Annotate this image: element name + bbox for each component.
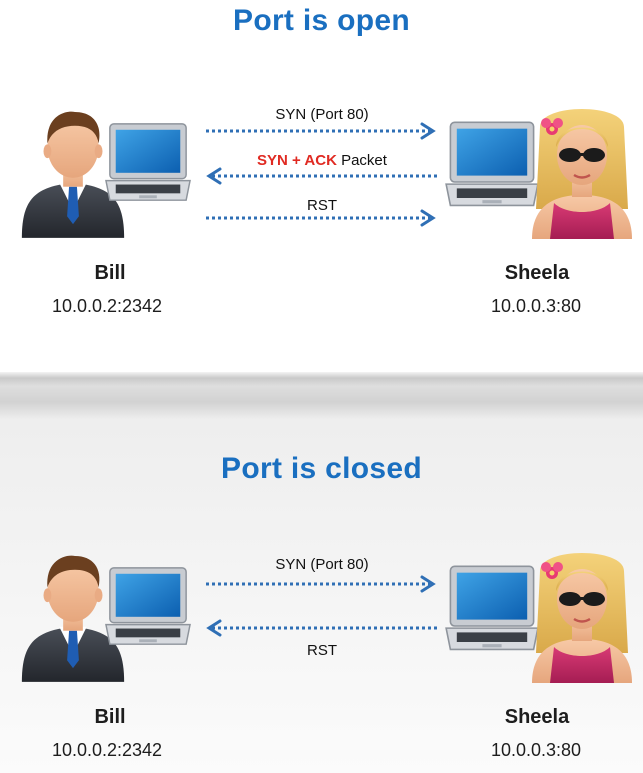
port-open-title: Port is open: [233, 4, 410, 37]
arrowhead-right-icon: [420, 209, 436, 227]
port-open-panel: Port is open Bill 10.0.0.2:2342 Sheela 1…: [0, 0, 643, 372]
arrowhead-left-icon: [206, 619, 222, 637]
packet-label: Packet: [336, 152, 387, 169]
arrowhead-right-icon: [420, 575, 436, 593]
port-closed-panel: Port is closed Bill 10.0.0.2:2342 Sheela…: [0, 420, 643, 773]
port-closed-title: Port is closed: [221, 452, 422, 485]
message-label-rst: RST: [307, 642, 337, 659]
message-arrows: [206, 122, 438, 227]
client-address: 10.0.0.2:2342: [51, 740, 163, 760]
message-label-rst: RST: [307, 197, 337, 214]
server-address: 10.0.0.3:80: [490, 740, 582, 760]
message-label-syn-ack: SYN + ACK Packet: [202, 152, 442, 169]
message-arrows: [206, 575, 438, 637]
panel-divider: [0, 372, 643, 420]
message-label-syn: SYN (Port 80): [275, 556, 369, 573]
server-address: 10.0.0.3:80: [490, 296, 582, 316]
client-name: Bill: [94, 262, 126, 284]
arrowhead-left-icon: [206, 167, 222, 185]
server-name: Sheela: [504, 262, 570, 284]
client-address: 10.0.0.2:2342: [51, 296, 163, 316]
syn-ack-highlight: SYN + ACK: [257, 152, 337, 169]
arrowhead-right-icon: [420, 122, 436, 140]
message-label-syn: SYN (Port 80): [275, 106, 369, 123]
server-name: Sheela: [504, 706, 570, 728]
client-name: Bill: [94, 706, 126, 728]
